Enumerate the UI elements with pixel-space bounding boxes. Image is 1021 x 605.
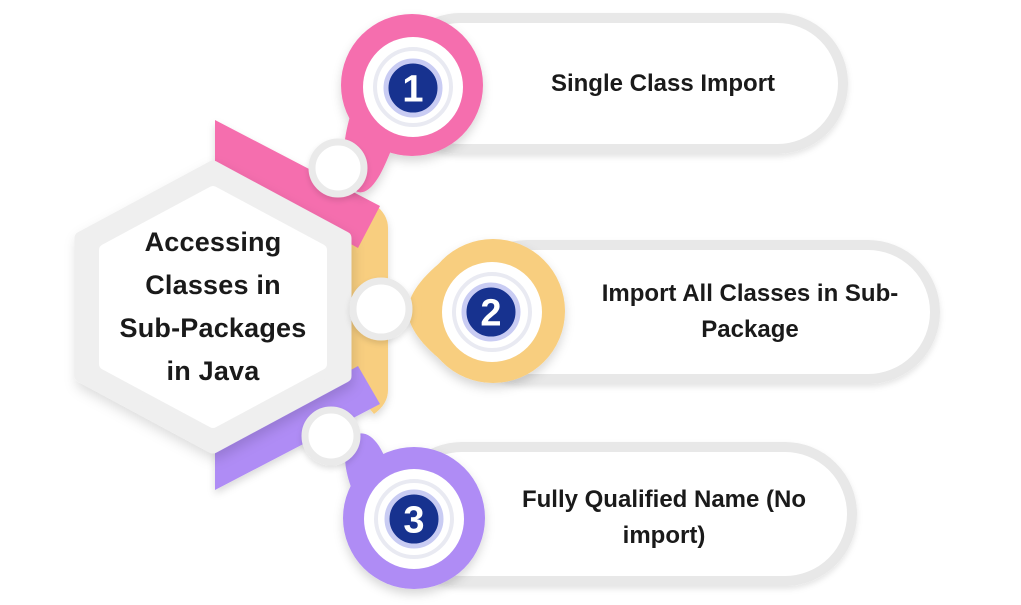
hexagon-title-line: Sub-Packages [119, 313, 307, 343]
hexagon-title-line: Accessing [144, 227, 282, 257]
step1-number: 1 [402, 68, 423, 110]
step1-badge-inner-ring [373, 47, 453, 127]
step3-badge-inner-ring [374, 479, 454, 559]
junction-dots [301, 138, 413, 466]
hexagon [74, 160, 352, 454]
junction-dot-3 [301, 406, 361, 466]
step3-number: 3 [403, 499, 424, 541]
step2-number: 2 [480, 292, 501, 334]
step2-label: Import All Classes in Sub- Package [560, 250, 940, 374]
step3-label-line: import) [622, 522, 706, 549]
junction-dot-2 [349, 277, 413, 341]
ribbon-purple [215, 366, 380, 490]
step1-number-circle [383, 58, 443, 118]
hexagon-title-line: Classes in [145, 270, 281, 300]
step2-label-line: Package [701, 316, 799, 343]
step1-label: Single Class Import [488, 22, 838, 146]
hexagon-title-line: in Java [166, 356, 260, 386]
step3-badge: 3 [343, 433, 485, 589]
step1-label-line: Single Class Import [550, 70, 776, 97]
step1-badge: 1 [341, 14, 483, 193]
step-bars [390, 13, 940, 586]
step2-badge: 2 [408, 239, 565, 383]
step2-badge-inner-ring [452, 272, 532, 352]
step3-label-line: Fully Qualified Name (No [521, 486, 807, 513]
hexagon-inner [99, 186, 327, 428]
step2-number-circle [461, 282, 521, 342]
ribbon-pink [215, 120, 380, 248]
step3-label: Fully Qualified Name (No import) [480, 456, 848, 580]
step3-number-circle [384, 489, 444, 549]
junction-dot-1 [308, 138, 368, 198]
step2-label-line: Import All Classes in Sub- [601, 280, 899, 307]
hexagon-title: Accessing Classes in Sub-Packages in Jav… [86, 216, 340, 398]
